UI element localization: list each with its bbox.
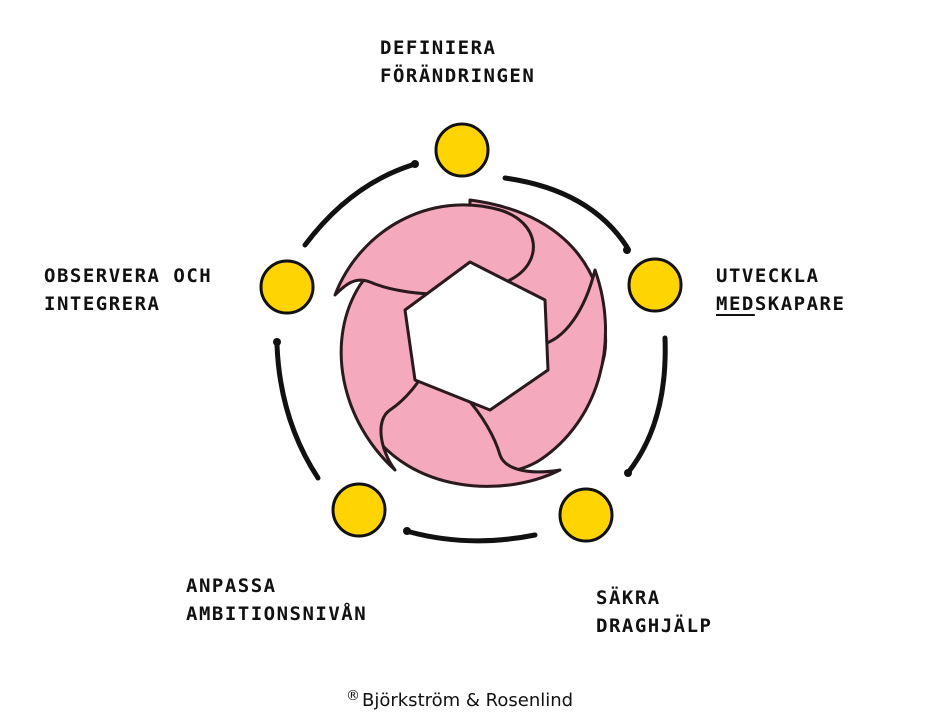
step-secure-line2: draghjälp [596, 615, 713, 637]
arc-observe-define [302, 162, 415, 248]
arc-develop-secure [627, 335, 668, 473]
node-develop [627, 257, 683, 313]
node-define [434, 122, 490, 178]
arc-adjust-observe [274, 342, 321, 481]
knot-ribbon-illustration [333, 198, 608, 488]
step-adjust-line2: ambitionsnivån [186, 603, 368, 625]
registered-symbol: ® [346, 688, 360, 704]
arrow-dot-observe [273, 338, 281, 346]
node-observe [259, 259, 315, 315]
arc-define-develop [502, 175, 630, 250]
step-define-line2: förändringen [380, 65, 536, 87]
step-observe-line1: Observera och [44, 265, 213, 287]
step-develop-underlined-word: Med [716, 293, 755, 315]
step-develop-line2: Medskapare [716, 290, 845, 318]
step-secure-line1: Säkra [596, 587, 661, 609]
step-observe-label: Observera och integrera [44, 262, 212, 318]
ribbon-inner-hole [403, 260, 550, 412]
node-adjust [331, 482, 387, 538]
arrow-dot-adjust [403, 527, 411, 535]
step-secure-label: Säkra draghjälp [596, 584, 712, 640]
step-adjust-line1: Anpassa [186, 575, 277, 597]
step-adjust-label: Anpassa ambitionsnivån [186, 572, 367, 628]
step-develop-line2-rest: skapare [754, 293, 846, 315]
arc-secure-adjust [407, 529, 538, 544]
copyright-text: Björkström & Rosenlind [362, 690, 574, 711]
step-define-line1: Definiera [380, 37, 497, 59]
step-develop-label: Utveckla Medskapare [716, 262, 845, 318]
copyright-notice: ®Björkström & Rosenlind [346, 688, 573, 711]
step-define-label: Definiera förändringen [380, 34, 535, 90]
node-secure [558, 487, 614, 543]
step-develop-line1: Utveckla [716, 265, 820, 287]
arrow-dot-secure [624, 469, 632, 477]
arrow-dot-develop [623, 246, 631, 254]
step-observe-line2: integrera [44, 293, 161, 315]
arrow-dot-define [411, 160, 419, 168]
